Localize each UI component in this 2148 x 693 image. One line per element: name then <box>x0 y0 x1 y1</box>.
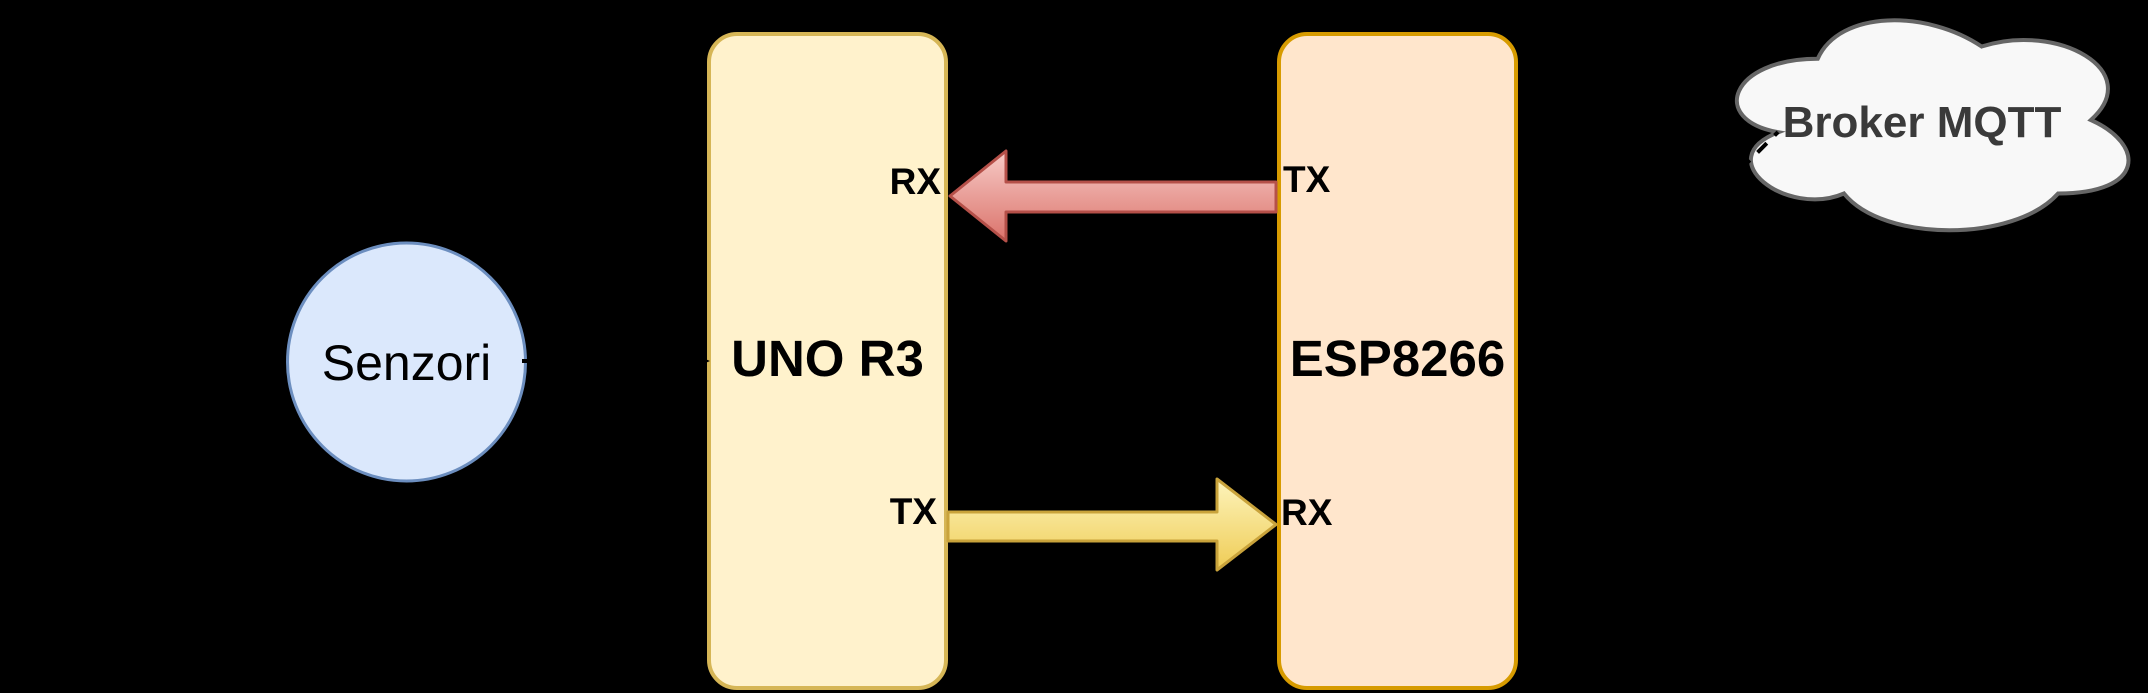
uno-title: UNO R3 <box>731 330 924 387</box>
esp-rx-pin-label: RX <box>1281 492 1333 533</box>
connector-esp-broker-dashed <box>1518 130 1780 392</box>
arrow-esp-tx-to-uno-rx <box>948 149 1278 243</box>
arrow-uno-tx-to-esp-rx <box>946 477 1278 572</box>
uno-rx-pin-label: RX <box>890 161 942 202</box>
node-esp8266 <box>1277 32 1518 690</box>
connector-senzori-uno-arrowhead <box>690 352 710 370</box>
uno-tx-pin-label: TX <box>890 491 938 532</box>
esp-title: ESP8266 <box>1290 330 1506 387</box>
senzori-label: Senzori <box>322 335 492 391</box>
esp-tx-pin-label: TX <box>1283 159 1331 200</box>
broker-label: Broker MQTT <box>1783 98 2062 147</box>
